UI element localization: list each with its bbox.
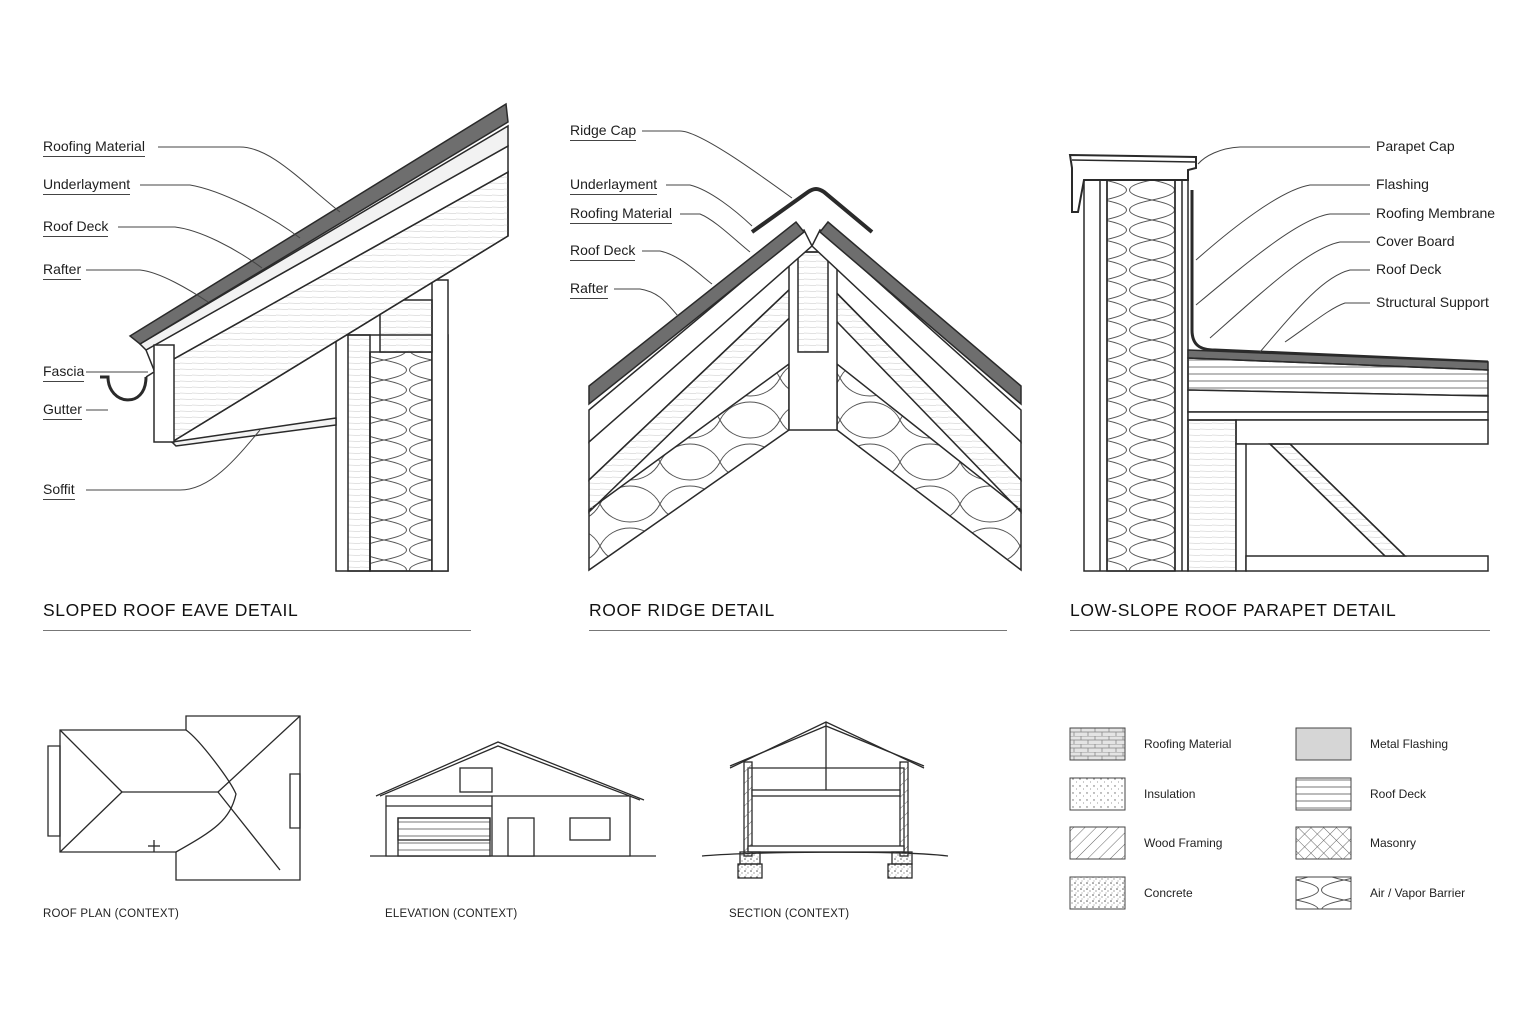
legend-label-concrete: Concrete xyxy=(1144,886,1193,900)
swatch-insulation xyxy=(1069,777,1126,811)
section-drawing xyxy=(701,721,949,879)
legend-label-insulation: Insulation xyxy=(1144,787,1196,801)
eave-label-roof-deck: Roof Deck xyxy=(43,218,109,237)
eave-label-fascia: Fascia xyxy=(43,363,85,382)
ridge-label-ridge-cap: Ridge Cap xyxy=(570,122,637,141)
parapet-detail-drawing xyxy=(1068,146,1489,572)
legend-label-wood-framing: Wood Framing xyxy=(1144,836,1223,850)
swatch-concrete xyxy=(1069,876,1126,910)
eave-label-roofing-material: Roofing Material xyxy=(43,138,145,157)
ridge-label-roof-deck: Roof Deck xyxy=(570,242,636,261)
swatch-wood-framing xyxy=(1069,826,1126,860)
eave-title-rule xyxy=(43,630,471,631)
swatch-masonry xyxy=(1295,826,1352,860)
parapet-label-cover-board: Cover Board xyxy=(1376,233,1455,249)
swatch-metal-flashing xyxy=(1295,727,1352,761)
ridge-detail-title: ROOF RIDGE DETAIL xyxy=(589,600,775,620)
legend-label-air-vapor-barrier: Air / Vapor Barrier xyxy=(1370,886,1466,900)
ridge-title-rule xyxy=(589,630,1007,631)
section-caption: SECTION (CONTEXT) xyxy=(729,908,850,920)
elevation-drawing xyxy=(370,741,656,857)
ridge-label-roofing-material: Roofing Material xyxy=(570,205,672,224)
legend-label-metal-flashing: Metal Flashing xyxy=(1370,737,1449,751)
ridge-label-underlayment: Underlayment xyxy=(570,176,658,195)
swatch-roof-deck xyxy=(1295,777,1352,811)
eave-detail-drawing xyxy=(86,102,509,572)
legend-label-roofing-material: Roofing Material xyxy=(1144,737,1232,751)
eave-label-underlayment: Underlayment xyxy=(43,176,131,195)
parapet-label-roofing-membrane: Roofing Membrane xyxy=(1376,205,1496,221)
roof-plan-caption: ROOF PLAN (CONTEXT) xyxy=(43,908,180,920)
legend-label-roof-deck: Roof Deck xyxy=(1370,787,1427,801)
eave-label-gutter: Gutter xyxy=(43,401,82,420)
parapet-label-flashing: Flashing xyxy=(1376,176,1429,192)
roof-plan-drawing xyxy=(47,715,301,881)
eave-detail-title: SLOPED ROOF EAVE DETAIL xyxy=(43,600,299,620)
parapet-label-structural-support: Structural Support xyxy=(1376,294,1489,310)
ridge-detail-drawing xyxy=(588,130,1022,572)
parapet-title-rule xyxy=(1070,630,1490,631)
eave-label-rafter: Rafter xyxy=(43,261,82,280)
legend-swatches xyxy=(1069,727,1352,910)
ridge-label-rafter: Rafter xyxy=(570,280,609,299)
parapet-label-roof-deck: Roof Deck xyxy=(1376,261,1442,277)
parapet-label-parapet-cap: Parapet Cap xyxy=(1376,138,1455,154)
elevation-caption: ELEVATION (CONTEXT) xyxy=(385,908,518,920)
swatch-air-vapor-barrier xyxy=(1295,876,1352,910)
legend-label-masonry: Masonry xyxy=(1370,836,1417,850)
parapet-detail-title: LOW-SLOPE ROOF PARAPET DETAIL xyxy=(1070,600,1397,620)
eave-label-soffit: Soffit xyxy=(43,481,75,500)
swatch-roofing-material xyxy=(1069,727,1126,761)
